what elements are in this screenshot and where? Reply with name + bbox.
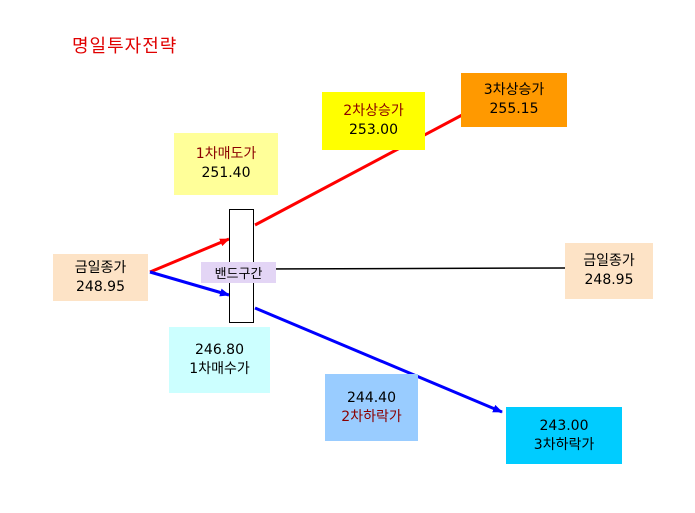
rise2-value: 253.00 — [349, 122, 398, 138]
fall2-value: 244.40 — [347, 389, 396, 406]
down-arrow-to-fall3 — [254, 306, 503, 414]
fall3-box: 243.00 3차하락가 — [506, 407, 622, 464]
rise2-box: 2차상승가 253.00 — [322, 92, 425, 150]
band-label: 밴드구간 — [201, 262, 276, 283]
sell1-value: 251.40 — [201, 165, 251, 181]
fall2-box: 244.40 2차하락가 — [325, 374, 418, 441]
rise3-box: 3차상승가 255.15 — [461, 73, 567, 127]
buy1-box: 246.80 1차매수가 — [169, 327, 270, 393]
close-right-label: 금일종가 — [583, 253, 635, 269]
fall2-label: 2차하락가 — [341, 408, 402, 425]
sell1-box: 1차매도가 251.40 — [174, 133, 278, 195]
close-right-box: 금일종가 248.95 — [565, 243, 653, 299]
close-left-box: 금일종가 248.95 — [53, 254, 148, 301]
up-arrow-to-band — [149, 237, 230, 274]
sell1-label: 1차매도가 — [195, 146, 257, 162]
page-title: 명일투자전략 — [72, 36, 178, 57]
close-left-value: 248.95 — [76, 278, 125, 295]
rise3-value: 255.15 — [489, 101, 539, 117]
rise2-label: 2차상승가 — [343, 103, 404, 119]
down-arrow-to-band — [149, 270, 230, 297]
fall3-value: 243.00 — [539, 417, 589, 434]
buy1-label: 1차매수가 — [189, 361, 250, 377]
up-line-to-rise3 — [254, 112, 465, 227]
flat-line-to-close — [254, 267, 566, 270]
rise3-label: 3차상승가 — [483, 82, 545, 98]
fall3-label: 3차하락가 — [533, 436, 595, 453]
close-right-value: 248.95 — [584, 272, 634, 288]
close-left-label: 금일종가 — [74, 259, 127, 276]
buy1-value: 246.80 — [195, 342, 244, 358]
